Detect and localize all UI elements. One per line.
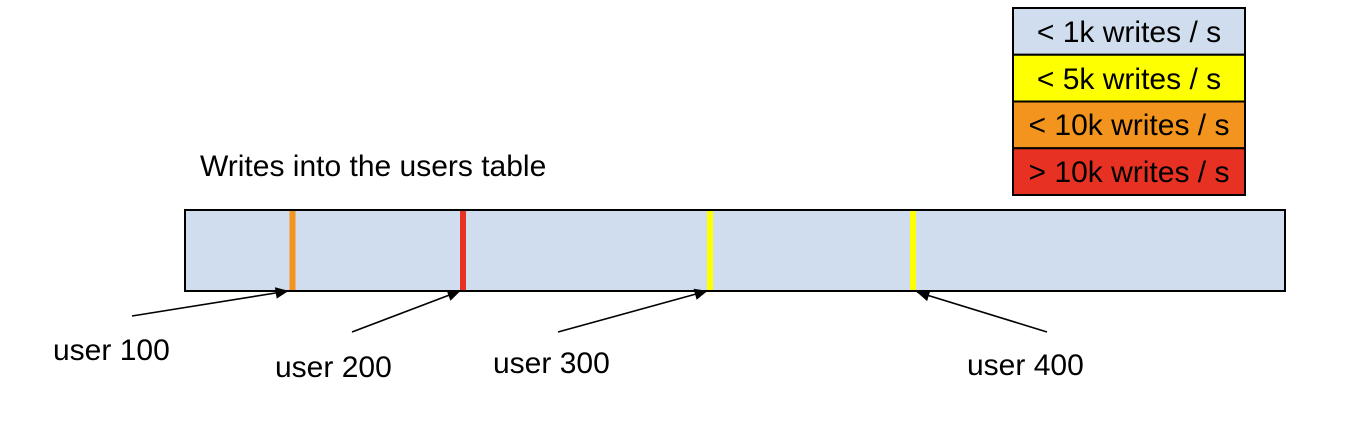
legend-label-lt-10k: < 10k writes / s: [1029, 109, 1230, 142]
arrow-user-300: [557, 288, 708, 333]
legend-label-lt-5k: < 5k writes / s: [1037, 63, 1221, 96]
arrow-user-200: [351, 290, 461, 333]
stripe-user-300: [707, 211, 713, 290]
stripe-user-100: [289, 211, 296, 290]
legend-swatch-lt-5k: [1012, 53, 1246, 103]
legend-label-gt-10k: > 10k writes / s: [1029, 156, 1230, 189]
stripe-user-200: [460, 211, 466, 290]
users-table-bar: [184, 209, 1286, 292]
label-user-100: user 100: [53, 334, 170, 367]
stripe-user-400: [910, 211, 916, 290]
label-user-400: user 400: [967, 349, 1084, 382]
legend: < 1k writes / s < 5k writes / s < 10k wr…: [1012, 7, 1246, 196]
legend-swatch-gt-10k: [1012, 147, 1246, 196]
diagram-title: Writes into the users table: [200, 150, 546, 183]
arrow-user-400: [916, 290, 1048, 333]
label-user-200: user 200: [275, 351, 392, 384]
label-user-300: user 300: [493, 347, 610, 380]
legend-swatch-lt-1k: [1012, 7, 1246, 56]
arrow-user-100: [131, 287, 289, 317]
legend-label-lt-1k: < 1k writes / s: [1037, 16, 1221, 49]
